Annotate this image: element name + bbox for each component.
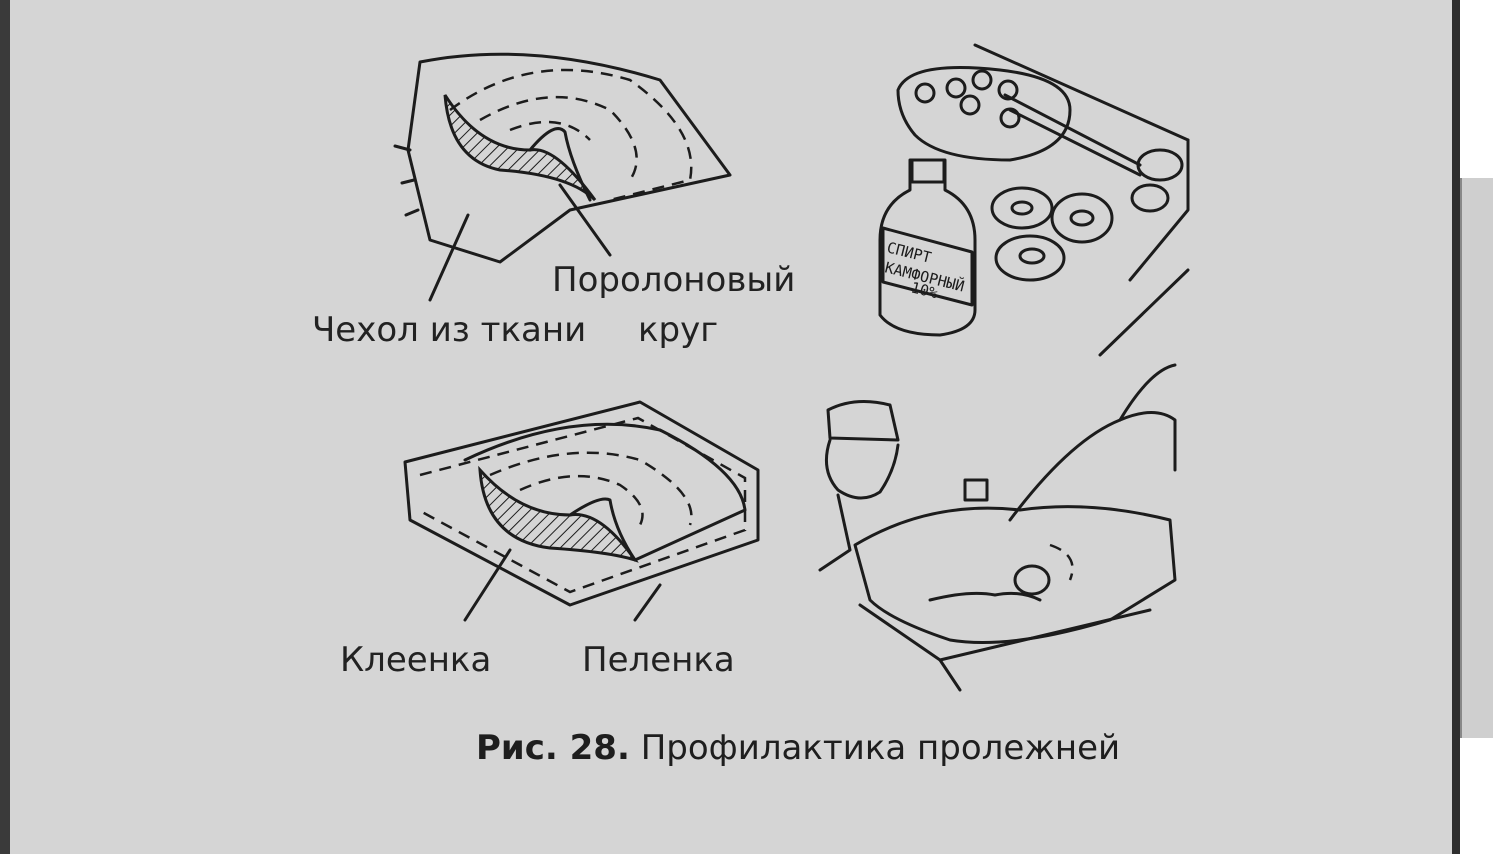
cotton-rings [990, 186, 1114, 282]
book-page: СПИРТ КАМФОРНЫЙ 10% Поролоновый Чехол из… [0, 0, 1460, 854]
ring-on-oilcloth-drawing [403, 400, 760, 622]
foam-ring-cover-illustration: СПИРТ КАМФОРНЫЙ 10% [393, 43, 1190, 692]
foam-ring-label-line2: круг [638, 310, 719, 350]
foam-ring-drawing [393, 52, 732, 302]
figure-caption-number: Рис. 28. [476, 728, 630, 768]
foam-ring-label-line1: Поролоновый [552, 260, 796, 300]
oilcloth-label: Клеенка [340, 640, 492, 680]
tray-bottle-drawing [878, 43, 1190, 357]
adjacent-page-edge [1460, 178, 1493, 738]
fabric-cover-label: Чехол из ткани [312, 310, 587, 350]
diaper-label: Пеленка [582, 640, 735, 680]
figure-caption: Рис. 28. Профилактика пролежней [476, 728, 1120, 768]
nurse-patient-drawing [818, 363, 1177, 692]
figure-caption-text: Профилактика пролежней [640, 728, 1121, 768]
